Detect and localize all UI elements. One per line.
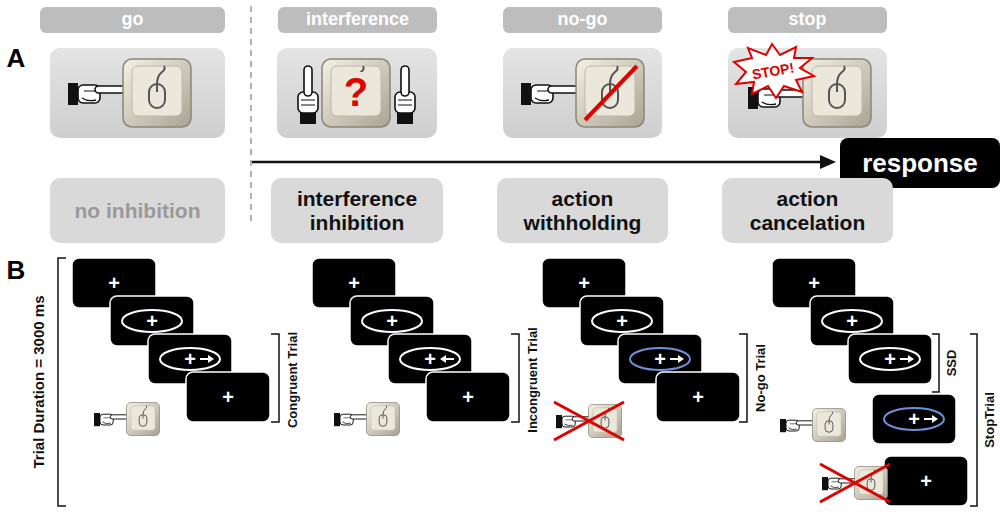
fixation-cross: + bbox=[616, 311, 628, 331]
fixation-cross: + bbox=[920, 471, 932, 491]
fixation-cross: + bbox=[222, 387, 234, 407]
condition-band: no-go bbox=[503, 7, 662, 33]
stop-starburst bbox=[734, 44, 814, 98]
key-icon bbox=[322, 59, 390, 127]
screen bbox=[186, 372, 270, 422]
node-text: action withholding bbox=[497, 187, 668, 233]
screen bbox=[426, 372, 510, 422]
stimulus-ellipse bbox=[400, 348, 460, 370]
trial-label: No-go Trial bbox=[754, 344, 767, 412]
mouse-key-icon bbox=[366, 402, 399, 435]
fixation-cross: + bbox=[386, 311, 398, 331]
fixation-cross: + bbox=[692, 387, 704, 407]
arrow-stimulus-head bbox=[440, 355, 446, 363]
stimulus-ellipse bbox=[822, 310, 882, 332]
panel-letter: B bbox=[7, 257, 26, 283]
screen bbox=[884, 456, 968, 506]
node-text: interference inhibition bbox=[271, 187, 443, 233]
stimulus-ellipse bbox=[592, 310, 652, 332]
condition-band: stop bbox=[728, 7, 887, 33]
node-text: action cancelation bbox=[722, 187, 893, 233]
mouse-key-icon bbox=[576, 59, 644, 127]
hand-icon bbox=[521, 83, 579, 105]
duration-bracket bbox=[58, 258, 66, 506]
node-text: no inhibition bbox=[75, 199, 201, 222]
process-box: action withholding bbox=[497, 178, 668, 243]
process-box: interference inhibition bbox=[271, 178, 443, 243]
mouse-key-icon bbox=[812, 408, 845, 441]
stop-text: STOP! bbox=[751, 60, 795, 81]
screen bbox=[848, 334, 932, 384]
fixation-cross: + bbox=[846, 311, 858, 331]
ssd-label: SSD bbox=[945, 350, 958, 377]
hand-icon bbox=[334, 413, 369, 426]
trial-label: Incongruent Trial bbox=[526, 327, 539, 432]
arrow-stimulus-head bbox=[678, 355, 684, 363]
node-text: stop bbox=[789, 10, 827, 30]
arrow-head bbox=[820, 155, 836, 169]
node-text: no-go bbox=[558, 10, 608, 30]
fixation-cross: + bbox=[348, 273, 360, 293]
mouse-key-icon bbox=[588, 404, 621, 437]
cancel-cross bbox=[554, 402, 624, 440]
screen bbox=[872, 394, 956, 444]
node-text: response bbox=[862, 149, 978, 178]
trial-label: Congruent Trial bbox=[286, 332, 299, 428]
fixation-cross: + bbox=[146, 311, 158, 331]
trial-bracket bbox=[970, 334, 977, 506]
question-mark: ? bbox=[344, 72, 368, 112]
duration-label: Trial Duration = 3000 ms bbox=[31, 296, 46, 469]
fixation-cross: + bbox=[424, 349, 436, 369]
raised-hand-icon bbox=[395, 66, 415, 124]
node-text: interference bbox=[306, 10, 409, 30]
stimulus-ellipse bbox=[122, 310, 182, 332]
panel-letter: A bbox=[7, 45, 26, 71]
brackets bbox=[58, 258, 977, 506]
mouse-key-icon bbox=[803, 59, 871, 127]
mouse-key-icon bbox=[854, 466, 887, 499]
mouse-key-icon bbox=[123, 59, 191, 127]
fixation-cross: + bbox=[578, 273, 590, 293]
raised-hand-icon bbox=[298, 66, 318, 124]
arrow-stimulus-head bbox=[908, 355, 914, 363]
icon-box bbox=[277, 48, 437, 138]
separator-line bbox=[250, 6, 252, 225]
screen bbox=[656, 372, 740, 422]
arrow-stimulus-head bbox=[932, 415, 938, 423]
stimulus-ellipse bbox=[160, 348, 220, 370]
fixation-cross: + bbox=[462, 387, 474, 407]
time-arrow bbox=[252, 161, 822, 164]
fixation-cross: + bbox=[908, 409, 920, 429]
condition-band: interference bbox=[278, 7, 437, 33]
icon-box bbox=[50, 48, 225, 138]
stimulus-ellipse bbox=[860, 348, 920, 370]
fixation-cross: + bbox=[808, 273, 820, 293]
node-text: go bbox=[122, 10, 144, 30]
process-box: action cancelation bbox=[722, 178, 893, 243]
fixation-cross: + bbox=[884, 349, 896, 369]
trial-label: StopTrial bbox=[983, 392, 996, 448]
fixation-cross: + bbox=[108, 273, 120, 293]
hand-icon bbox=[94, 413, 129, 426]
fixation-cross: + bbox=[184, 349, 196, 369]
condition-band: go bbox=[40, 7, 225, 33]
stimulus-ellipse bbox=[362, 310, 422, 332]
hand-icon bbox=[68, 83, 126, 105]
cancel-cross bbox=[820, 464, 890, 502]
stimulus-ellipse bbox=[884, 408, 944, 430]
mouse-key-icon bbox=[126, 402, 159, 435]
stimulus-ellipse bbox=[630, 348, 690, 370]
key-blank bbox=[340, 72, 372, 114]
process-box: no inhibition bbox=[50, 178, 225, 243]
arrow-stimulus-head bbox=[208, 355, 214, 363]
trial-bracket bbox=[271, 334, 279, 422]
trial-bracket bbox=[511, 334, 519, 422]
hand-icon bbox=[780, 419, 815, 432]
ssd-bracket bbox=[932, 334, 939, 392]
prohibition-slash bbox=[585, 66, 637, 120]
fixation-cross: + bbox=[654, 349, 666, 369]
icon-box bbox=[503, 48, 662, 138]
